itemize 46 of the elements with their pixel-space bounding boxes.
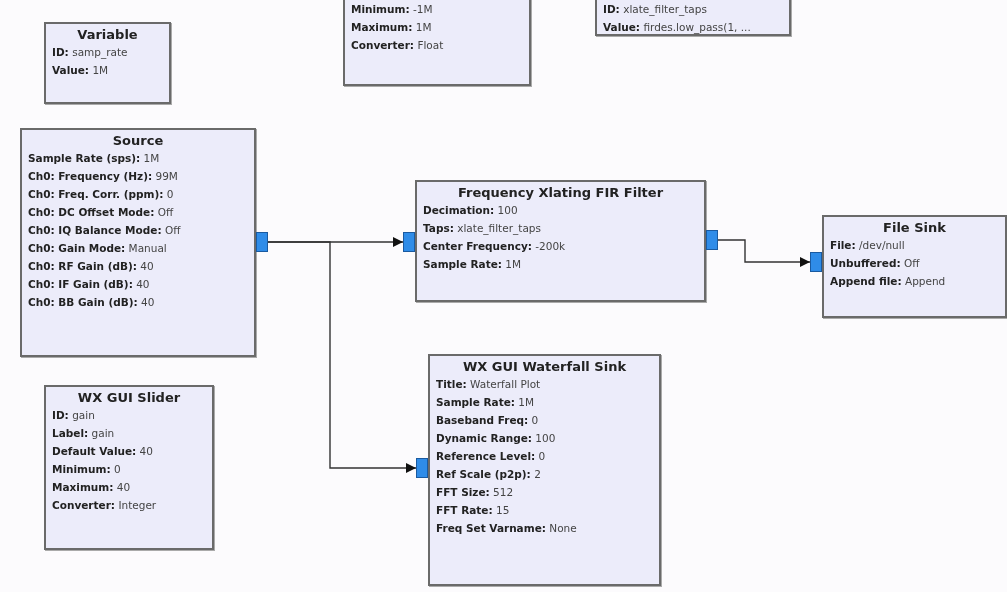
parameter-text: ID: samp_rate bbox=[52, 45, 129, 61]
parameter-text: Ch0: Gain Mode: Manual bbox=[28, 241, 168, 256]
parameter-text: FFT Rate: 15 bbox=[436, 503, 511, 518]
parameter-text: Dynamic Range: 100 bbox=[436, 431, 557, 446]
parameter-text: Center Frequency: -200k bbox=[423, 239, 567, 254]
parameter-text: Minimum: -1M bbox=[351, 2, 434, 17]
parameter-text: Value: firdes.low_pass(1, ... bbox=[603, 20, 752, 36]
parameter-text: FFT Size: 512 bbox=[436, 485, 515, 500]
parameter-text: Label: gain bbox=[52, 426, 116, 441]
block-title: File Sink bbox=[882, 220, 947, 235]
parameter-text: Ch0: BB Gain (dB): 40 bbox=[28, 295, 156, 310]
parameter-text: Baseband Freq: 0 bbox=[436, 413, 540, 428]
block-title: Variable bbox=[76, 27, 139, 42]
parameter-text: Append file: Append bbox=[830, 274, 947, 289]
parameter-text: Converter: Integer bbox=[52, 498, 158, 513]
connector-arrow bbox=[267, 241, 417, 473]
parameter-text: Ch0: DC Offset Mode: Off bbox=[28, 205, 175, 220]
parameter-text: Decimation: 100 bbox=[423, 203, 519, 218]
parameter-text: Freq Set Varname: None bbox=[436, 521, 578, 536]
parameter-text: Minimum: 0 bbox=[52, 462, 122, 477]
parameter-text: Ch0: Freq. Corr. (ppm): 0 bbox=[28, 187, 175, 202]
parameter-text: Ch0: RF Gain (dB): 40 bbox=[28, 259, 155, 274]
block-title: Frequency Xlating FIR Filter bbox=[456, 185, 665, 200]
parameter-text: Converter: Float bbox=[351, 38, 445, 53]
parameter-text: Sample Rate (sps): 1M bbox=[28, 151, 161, 166]
parameter-text: ID: gain bbox=[52, 408, 96, 423]
block-title: WX GUI Slider bbox=[76, 390, 182, 405]
parameter-text: Taps: xlate_filter_taps bbox=[423, 221, 542, 237]
parameter-text: ID: xlate_filter_taps bbox=[603, 2, 708, 18]
block-title: WX GUI Waterfall Sink bbox=[461, 359, 628, 374]
parameter-text: Title: Waterfall Plot bbox=[436, 377, 542, 392]
parameter-text: File: /dev/null bbox=[830, 238, 906, 253]
parameter-text: Ch0: IF Gain (dB): 40 bbox=[28, 277, 151, 292]
parameter-text: Sample Rate: 1M bbox=[436, 395, 536, 410]
connector-arrow bbox=[717, 239, 811, 267]
parameter-text: Ref Scale (p2p): 2 bbox=[436, 467, 542, 482]
parameter-text: Maximum: 1M bbox=[351, 20, 433, 35]
parameter-text: Maximum: 40 bbox=[52, 480, 132, 495]
parameter-text: Default Value: 40 bbox=[52, 444, 154, 459]
parameter-text: Value: 1M bbox=[52, 63, 110, 78]
parameter-text: Sample Rate: 1M bbox=[423, 257, 523, 272]
parameter-text: Reference Level: 0 bbox=[436, 449, 547, 464]
block-title: Source bbox=[111, 133, 165, 148]
parameter-text: Ch0: IQ Balance Mode: Off bbox=[28, 223, 182, 238]
parameter-text: Ch0: Frequency (Hz): 99M bbox=[28, 169, 179, 184]
parameter-text: Unbuffered: Off bbox=[830, 256, 921, 271]
